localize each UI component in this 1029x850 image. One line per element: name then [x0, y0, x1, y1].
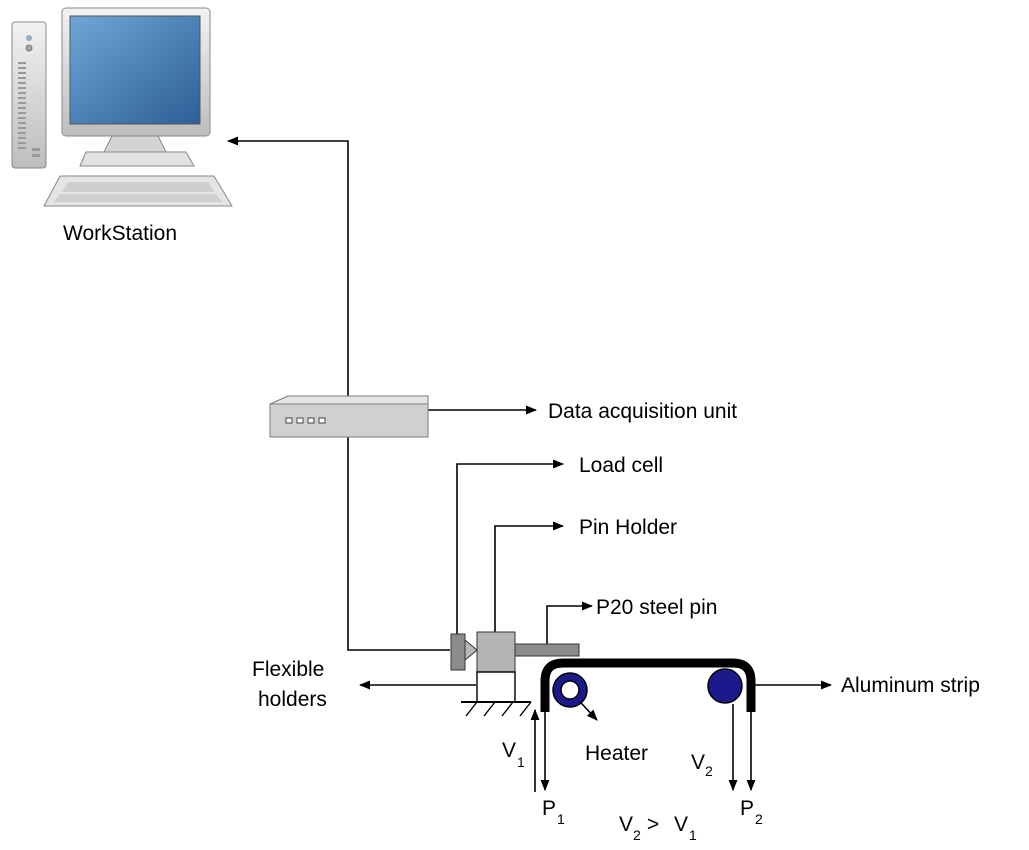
pin-holder [476, 631, 516, 673]
data-acquisition-unit [269, 395, 429, 438]
p1-main: P [542, 797, 556, 820]
velocity-relation: V 2 > V 1 [619, 813, 697, 843]
monitor-icon [61, 7, 211, 167]
load-cell-label: Load cell [579, 454, 663, 477]
p1-sub: 1 [557, 811, 565, 827]
daq-to-workstation-arrow [226, 136, 349, 402]
workstation-label: WorkStation [63, 222, 177, 245]
pin-holder-label-arrow [494, 521, 565, 634]
relation-right: V [674, 813, 688, 836]
load-cell [450, 633, 478, 671]
keyboard-icon [43, 175, 233, 207]
steel-pin [514, 643, 580, 657]
aluminum-strip-label: Aluminum strip [841, 674, 980, 697]
steel-pin-label: P20 steel pin [596, 596, 717, 619]
p2-sub: 2 [755, 811, 763, 827]
v1-symbol: V 1 [502, 739, 525, 770]
workstation-icon [11, 7, 233, 207]
flexible-holders [461, 671, 532, 717]
v2-symbol: V 2 [691, 751, 713, 779]
load-cell-cable [347, 437, 450, 651]
p1-symbol: P 1 [542, 797, 565, 827]
v2-main: V [691, 751, 705, 774]
steel-pin-label-arrow [546, 601, 594, 644]
force-arrows [530, 704, 756, 792]
relation-operator: > [641, 813, 665, 836]
v1-sub: 1 [517, 754, 525, 770]
heater-roller [552, 672, 588, 708]
heater-label: Heater [585, 742, 648, 765]
load-cell-label-arrow [456, 459, 565, 634]
relation-left-sub: 2 [633, 827, 641, 843]
data-acquisition-unit-label: Data acquisition unit [548, 400, 737, 423]
pin-holder-label: Pin Holder [579, 516, 677, 539]
flexible-holders-label-line1: Flexible [252, 658, 324, 681]
relation-left: V [619, 813, 633, 836]
aluminum-strip [540, 658, 756, 712]
second-roller [707, 668, 743, 704]
p2-main: P [740, 797, 754, 820]
flexible-holders-label-line2: holders [258, 688, 327, 711]
v1-main: V [502, 739, 516, 762]
p2-symbol: P 2 [740, 797, 763, 827]
v2-sub: 2 [705, 763, 713, 779]
relation-right-sub: 1 [689, 827, 697, 843]
computer-tower-icon [11, 21, 47, 169]
